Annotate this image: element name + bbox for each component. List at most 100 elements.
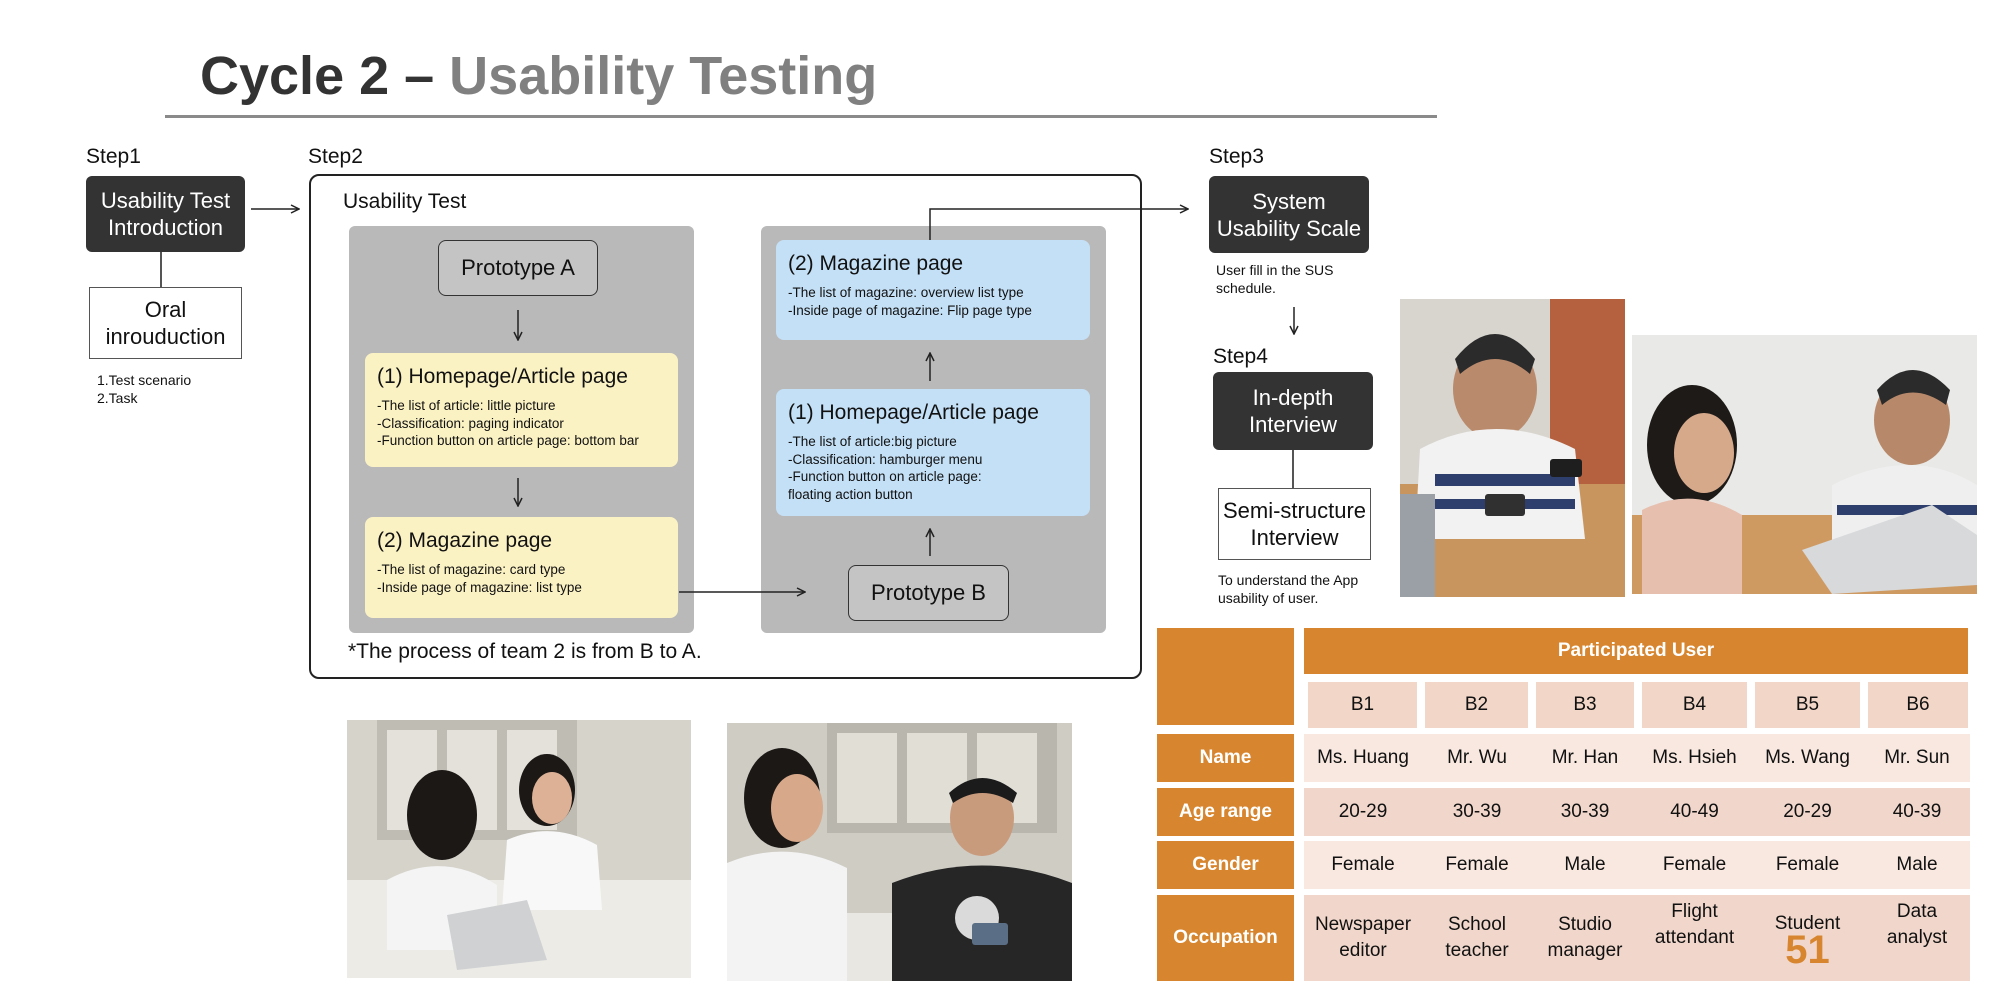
- page-number: 51: [1785, 928, 1830, 972]
- usability-test-frame: [309, 174, 1142, 679]
- table-cell: 30-39: [1422, 788, 1532, 836]
- occupation-line: School: [1447, 914, 1507, 935]
- photo-user-testing-1: [1400, 299, 1625, 597]
- table-cell: Studio manager: [1532, 895, 1638, 981]
- table-cell: 40-39: [1864, 788, 1970, 836]
- a-magazine-card: (2) Magazine page -The list of magazine:…: [365, 517, 678, 618]
- user-id-header: B6: [1868, 682, 1968, 728]
- table-cell: Data analyst: [1864, 895, 1970, 981]
- step3-label: Step3: [1209, 145, 1264, 168]
- table-cell: Student 51: [1751, 895, 1864, 981]
- step3-box-line1: System: [1252, 188, 1326, 214]
- page-title: Cycle 2 – Usability Testing: [200, 46, 878, 106]
- row-label-age: Age range: [1157, 788, 1294, 836]
- occupation-line: teacher: [1445, 940, 1509, 961]
- semi-structure-line2: Interview: [1250, 525, 1339, 550]
- step1-label: Step1: [86, 145, 141, 168]
- table-cell: Female: [1422, 841, 1532, 889]
- step4-connector: [1292, 450, 1294, 488]
- participated-user-header: Participated User: [1304, 628, 1968, 674]
- step1-note: 2.Task: [97, 390, 138, 406]
- occupation-line: editor: [1339, 940, 1387, 961]
- card-line: -Function button on article page:: [788, 469, 982, 484]
- step1-box-line1: Usability Test: [100, 188, 231, 213]
- table-cell: Female: [1638, 841, 1751, 889]
- card-line: -Inside page of magazine: Flip page type: [788, 302, 1032, 318]
- step4-notes: To understand the App usability of user.: [1218, 571, 1358, 607]
- step1-box: Usability Test Introduction: [86, 176, 245, 252]
- table-cell: Female: [1751, 841, 1864, 889]
- table-cell: Mr. Sun: [1864, 734, 1970, 782]
- step4-box: In-depth Interview: [1213, 372, 1373, 450]
- occupation-line: Newspaper: [1314, 914, 1412, 935]
- step4-box-line1: In-depth: [1252, 385, 1334, 410]
- b-magazine-card: (2) Magazine page -The list of magazine:…: [776, 240, 1090, 340]
- occupation-line: analyst: [1886, 927, 1948, 948]
- a-homepage-heading: (1) Homepage/Article page: [377, 365, 628, 388]
- arrow-step2-to-step3: [929, 209, 1188, 240]
- table-cell: 20-29: [1304, 788, 1422, 836]
- row-label-name: Name: [1157, 734, 1294, 782]
- table-cell: 20-29: [1751, 788, 1864, 836]
- step3-box: System Usability Scale: [1209, 176, 1369, 253]
- table-cell: Male: [1532, 841, 1638, 889]
- oral-introduction-line2: inrouduction: [105, 324, 226, 349]
- step4-note: usability of user.: [1218, 590, 1319, 606]
- process-footnote: *The process of team 2 is from B to A.: [348, 640, 702, 663]
- a-magazine-heading: (2) Magazine page: [377, 529, 553, 552]
- user-id-header: B2: [1425, 682, 1528, 728]
- b-magazine-heading: (2) Magazine page: [788, 252, 964, 275]
- card-line: -Function button on article page: bottom…: [377, 433, 639, 448]
- usability-test-title: Usability Test: [343, 190, 467, 213]
- b-homepage-heading: (1) Homepage/Article page: [788, 401, 1039, 424]
- step1-note: 1.Test scenario: [97, 372, 192, 388]
- a-homepage-card: (1) Homepage/Article page -The list of a…: [365, 353, 678, 467]
- row-label-gender: Gender: [1157, 841, 1294, 889]
- table-cell: Male: [1864, 841, 1970, 889]
- title-divider: [165, 115, 1437, 118]
- occupation-line: Student: [1774, 913, 1841, 934]
- user-id-header: B3: [1536, 682, 1634, 728]
- step3-note: User fill in the SUS: [1216, 262, 1334, 278]
- occupation-line: manager: [1547, 940, 1623, 961]
- table-cell: Mr. Han: [1532, 734, 1638, 782]
- table-cell: Ms. Hsieh: [1638, 734, 1751, 782]
- semi-structure-line1: Semi-structure: [1222, 498, 1367, 523]
- card-line: -The list of article:big picture: [788, 434, 957, 449]
- photo-user-testing-3: [347, 720, 691, 978]
- occupation-line: Flight: [1671, 901, 1718, 922]
- step1-box-line2: Introduction: [108, 215, 223, 240]
- table-cell: Ms. Wang: [1751, 734, 1864, 782]
- card-line: floating action button: [788, 486, 913, 502]
- table-corner: [1157, 628, 1294, 725]
- step3-notes: User fill in the SUS schedule.: [1216, 261, 1333, 297]
- semi-structure-interview-box: Semi-structure Interview: [1218, 488, 1371, 560]
- row-label-occupation: Occupation: [1157, 895, 1294, 981]
- user-id-header: B5: [1755, 682, 1860, 728]
- photo-user-testing-4: [727, 723, 1072, 981]
- table-cell: Female: [1304, 841, 1422, 889]
- user-id-header: B4: [1642, 682, 1747, 728]
- table-cell: 40-49: [1638, 788, 1751, 836]
- prototype-a-box: Prototype A: [438, 240, 598, 296]
- prototype-b-box: Prototype B: [848, 565, 1009, 621]
- card-line: -The list of magazine: overview list typ…: [788, 285, 1024, 300]
- table-cell: 30-39: [1532, 788, 1638, 836]
- table-cell: School teacher: [1422, 895, 1532, 981]
- table-cell: Flight attendant: [1638, 895, 1751, 981]
- step4-box-line2: Interview: [1248, 412, 1338, 437]
- occupation-line: Studio: [1558, 914, 1612, 935]
- step2-label: Step2: [308, 145, 363, 168]
- table-cell: Mr. Wu: [1422, 734, 1532, 782]
- participant-table: Participated User B1 B2 B3 B4 B5 B6 Name…: [1152, 624, 1970, 981]
- card-line: -Classification: paging indicator: [377, 415, 564, 431]
- card-line: -Inside page of magazine: list type: [377, 579, 582, 595]
- card-line: -The list of article: little picture: [377, 398, 556, 413]
- step4-note: To understand the App: [1218, 572, 1359, 588]
- step1-notes: 1.Test scenario 2.Task: [97, 371, 191, 407]
- photo-user-testing-2: [1632, 335, 1977, 594]
- step3-box-line2: Usability Scale: [1216, 215, 1362, 241]
- occupation-line: Data: [1896, 901, 1938, 922]
- step1-connector: [160, 252, 162, 287]
